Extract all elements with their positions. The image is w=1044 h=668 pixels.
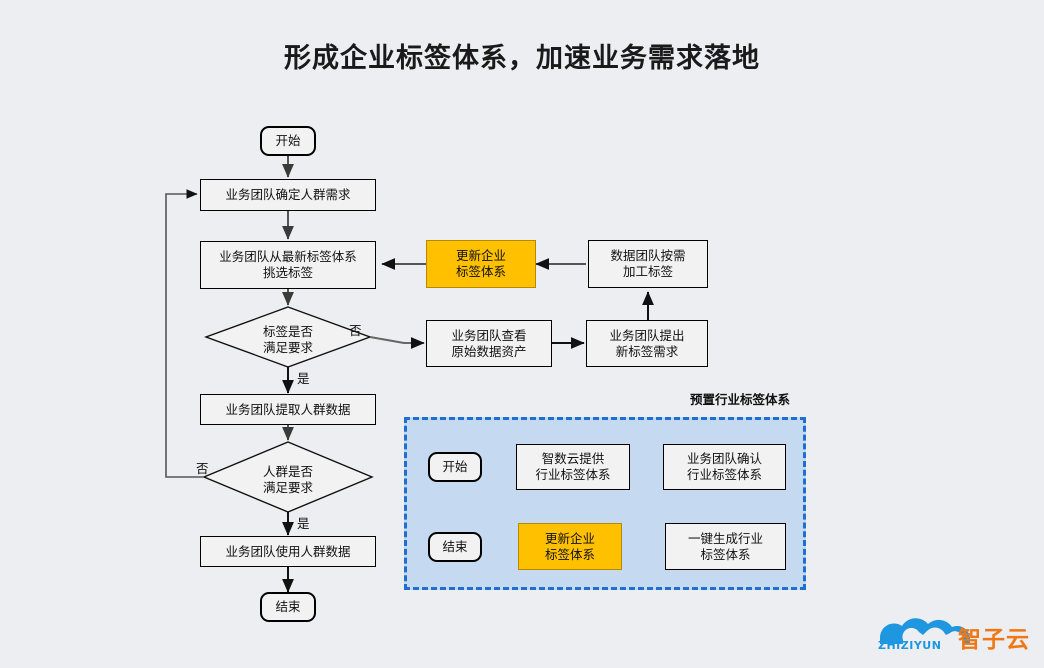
logo-cloud-icon [880,618,970,644]
connector-tagcheck-no [369,336,425,349]
node-use-data[interactable]: 业务团队使用人群数据 [200,536,376,567]
node-team-confirm[interactable]: 业务团队确认 行业标签体系 [663,444,786,490]
node-preset-end[interactable]: 结束 [428,532,482,562]
logo-brand-en: ZHIZIYUN [878,639,942,652]
node-extract-data[interactable]: 业务团队提取人群数据 [200,394,376,425]
node-preset-start[interactable]: 开始 [428,452,482,482]
node-one-click-gen[interactable]: 一键生成行业 标签体系 [665,523,786,570]
node-zsy-provide[interactable]: 智数云提供 行业标签体系 [516,444,630,490]
node-update-enterprise-tags[interactable]: 更新企业 标签体系 [426,240,536,288]
decision-shape-tag-check [203,306,373,368]
node-view-raw-assets[interactable]: 业务团队查看 原始数据资产 [426,320,552,367]
page-title: 形成企业标签体系，加速业务需求落地 [284,43,760,74]
preset-panel-title: 预置行业标签体系 [690,392,791,407]
node-request-new-tags[interactable]: 业务团队提出 新标签需求 [586,320,708,367]
node-end[interactable]: 结束 [260,592,316,622]
node-data-team-process[interactable]: 数据团队按需 加工标签 [588,240,708,288]
node-preset-update[interactable]: 更新企业 标签体系 [518,523,622,570]
branch-label-crowdcheck-no: 否 [196,461,209,476]
branch-label-crowdcheck-yes: 是 [297,516,310,531]
branch-label-tagcheck-yes: 是 [297,371,310,386]
node-start[interactable]: 开始 [260,126,316,156]
node-define-need[interactable]: 业务团队确定人群需求 [200,179,376,211]
logo-brand-cn: 智子云 [958,627,1030,653]
decision-shape-crowd-check [202,441,374,513]
node-pick-tags[interactable]: 业务团队从最新标签体系 挑选标签 [200,241,376,289]
branch-label-tagcheck-no: 否 [349,323,362,338]
connector-crowdcheck-no-loop [165,189,204,478]
